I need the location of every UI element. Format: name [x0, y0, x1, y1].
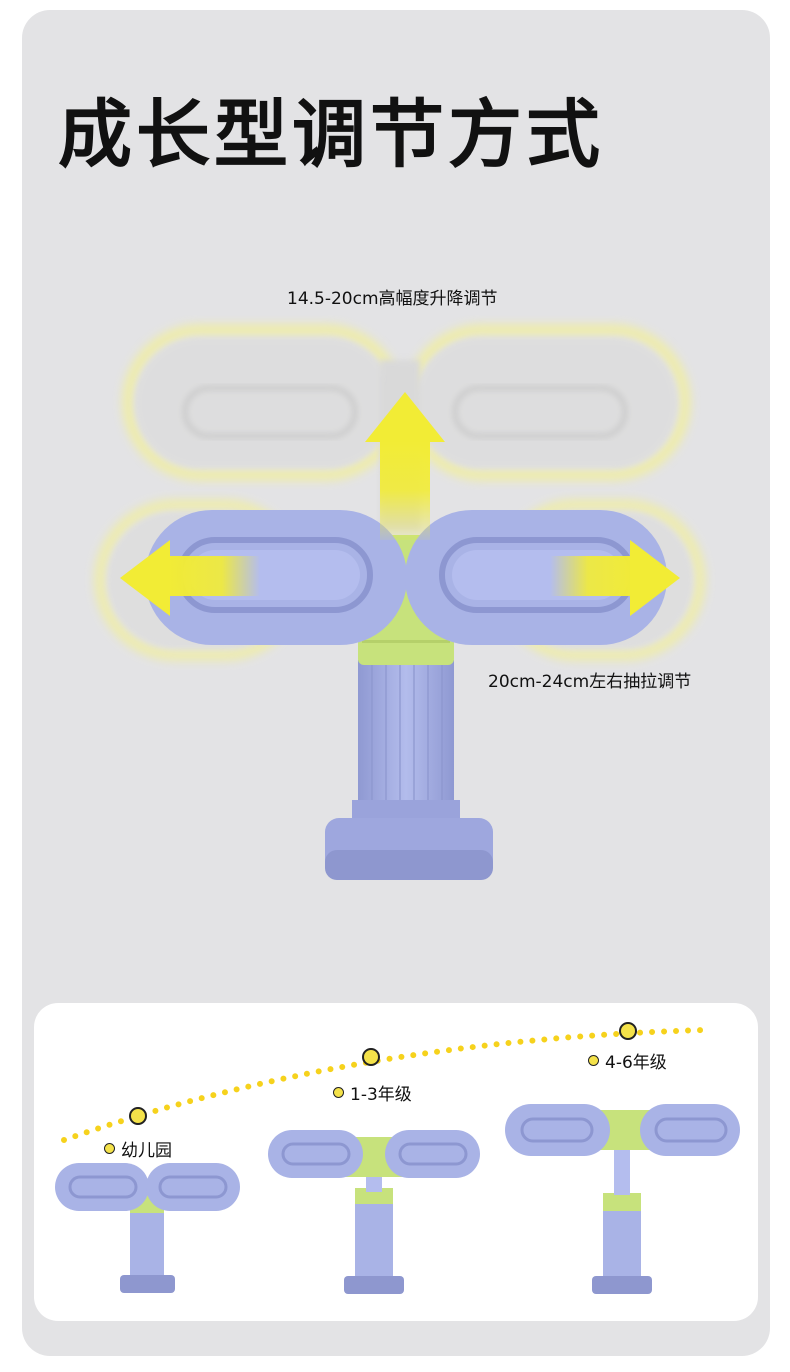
- ghost-pads-raised: [123, 325, 690, 530]
- stage-dot-3: [619, 1022, 637, 1040]
- stage-dot-1: [129, 1107, 147, 1125]
- bullet-icon: [333, 1087, 344, 1098]
- stage-1-product: [55, 1163, 240, 1293]
- stem: [358, 660, 454, 810]
- stage-label-grade-4-6: 4-6年级: [588, 1048, 667, 1073]
- arrow-up-icon: [365, 392, 445, 540]
- bullet-icon: [104, 1143, 115, 1154]
- stage-dot-2: [362, 1048, 380, 1066]
- stage-3-product: [505, 1104, 740, 1294]
- stage-label-kindergarten: 幼儿园: [104, 1136, 172, 1161]
- height-adjust-label: 14.5-20cm高幅度升降调节: [287, 289, 498, 309]
- product-illustration: [95, 325, 705, 880]
- bullet-icon: [588, 1055, 599, 1066]
- arrow-left-icon: [120, 540, 260, 616]
- stage-label-grade-1-3: 1-3年级: [333, 1080, 412, 1105]
- arrow-right-icon: [550, 540, 680, 616]
- width-adjust-label: 20cm-24cm左右抽拉调节: [488, 672, 692, 692]
- stage-2-product: [268, 1130, 480, 1294]
- page-title: 成长型调节方式: [58, 92, 604, 178]
